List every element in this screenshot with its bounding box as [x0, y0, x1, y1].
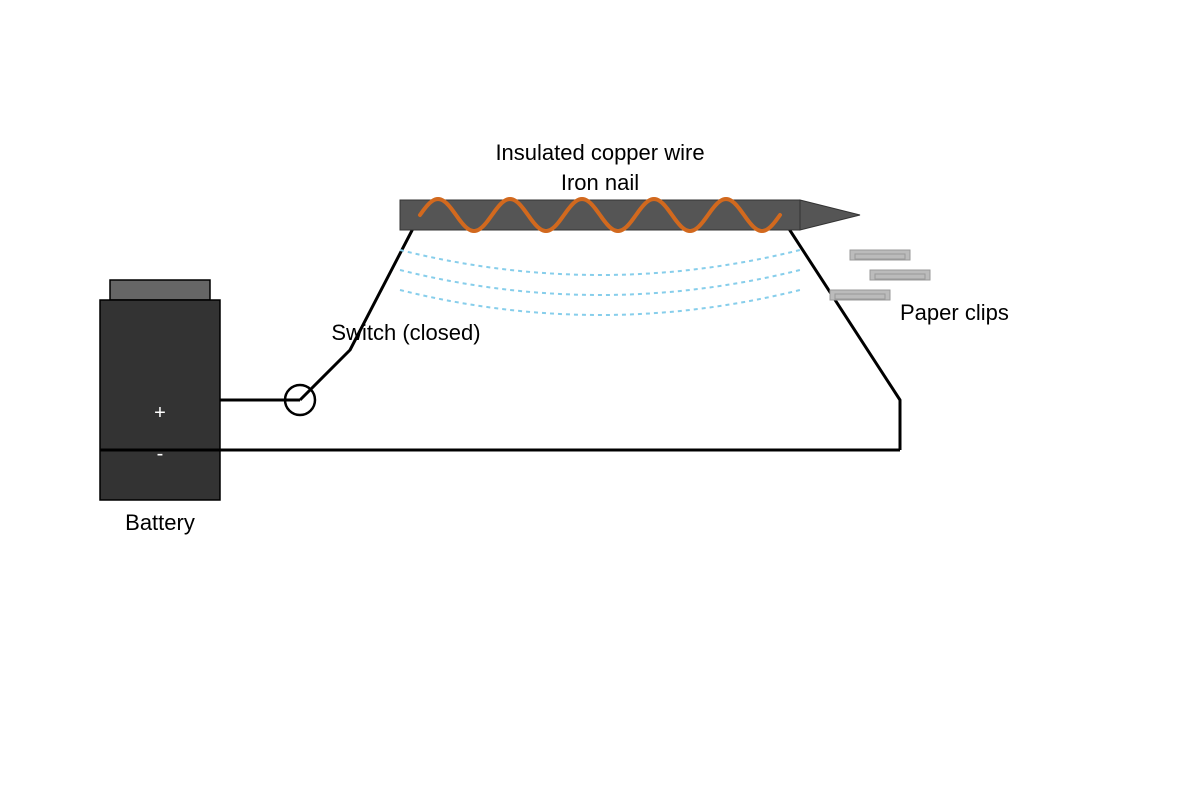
- switch-icon: [283, 383, 317, 417]
- wire-coil-to-return: [778, 214, 902, 450]
- battery-cap: [109, 279, 211, 301]
- magnetic-field-lines: [399, 249, 801, 316]
- negative-terminal-label: -: [157, 443, 164, 465]
- field-line: [399, 289, 801, 316]
- copper-wire-label: Insulated copper wire: [495, 140, 704, 165]
- iron-nail-label: Iron nail: [561, 170, 639, 195]
- paper-clip: [869, 269, 931, 281]
- field-line: [399, 269, 801, 296]
- switch-label: Switch (closed): [331, 320, 480, 345]
- paper-clip: [849, 249, 911, 261]
- paper-clips-label: Paper clips: [900, 300, 1009, 325]
- battery-label: Battery: [125, 510, 195, 535]
- paper-clips: [829, 249, 931, 301]
- wire-switch-to-coil: [298, 214, 422, 402]
- paper-clip: [829, 289, 891, 301]
- circuit-wires: [100, 214, 902, 452]
- battery: [99, 279, 221, 501]
- copper-coil: [418, 196, 782, 234]
- battery-body: [99, 299, 221, 501]
- positive-terminal-label: +: [154, 402, 166, 424]
- nail-tip: [799, 199, 861, 231]
- field-line: [399, 249, 801, 276]
